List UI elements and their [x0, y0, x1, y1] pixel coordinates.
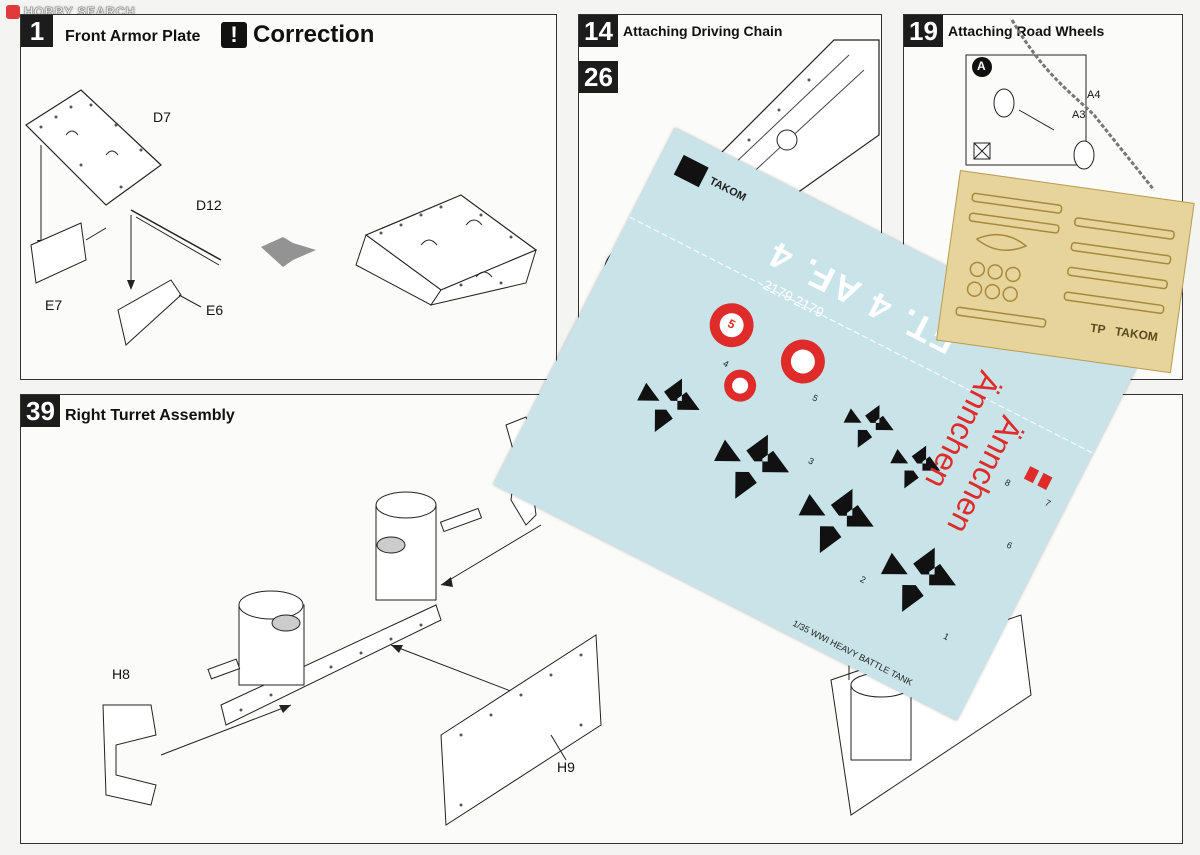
front-armor-diagram: [25, 89, 538, 346]
step-title: Attaching Road Wheels: [948, 23, 1105, 39]
correction-badge: ! Correction: [221, 21, 374, 49]
correction-label: Correction: [253, 21, 375, 48]
part-label-e7: E7: [45, 297, 63, 313]
step-title: Attaching Driving Chain: [623, 23, 783, 39]
decal-sheet: TAKOM FT. 4 AF. 4 2179 2179 5 Ännchen Än…: [493, 128, 1139, 721]
part-label-a3: A3: [1072, 109, 1086, 121]
pe-code: TP: [1089, 320, 1107, 337]
part-label-d7: D7: [153, 109, 171, 125]
photo-etch-parts: [955, 192, 1175, 328]
photo-etch-fret: TP TAKOM: [936, 170, 1195, 374]
part-label-d12: D12: [196, 197, 222, 213]
step-number: 14: [579, 15, 618, 47]
decal-artwork: [629, 154, 1094, 612]
step-title: Front Armor Plate: [65, 28, 201, 45]
part-label-e6: E6: [206, 302, 224, 318]
step-number: 19: [904, 15, 943, 47]
exclamation-icon: !: [221, 22, 247, 48]
sub-step-label: A: [977, 59, 986, 73]
step-number-secondary: 26: [579, 61, 618, 93]
step-number: 39: [21, 395, 60, 427]
hobby-search-logo-icon: [6, 4, 20, 19]
step-title: Right Turret Assembly: [65, 407, 235, 424]
part-label-a4: A4: [1087, 89, 1101, 101]
part-label-h9: H9: [557, 759, 575, 775]
step-number: 1: [21, 15, 53, 47]
part-label-h8: H8: [112, 666, 130, 682]
step-front-armor-panel: 1 Front Armor Plate ! Correction D7 D12 …: [20, 14, 557, 380]
road-wheels-diagram: [965, 19, 1156, 191]
right-turret-diagram: [102, 416, 1032, 826]
